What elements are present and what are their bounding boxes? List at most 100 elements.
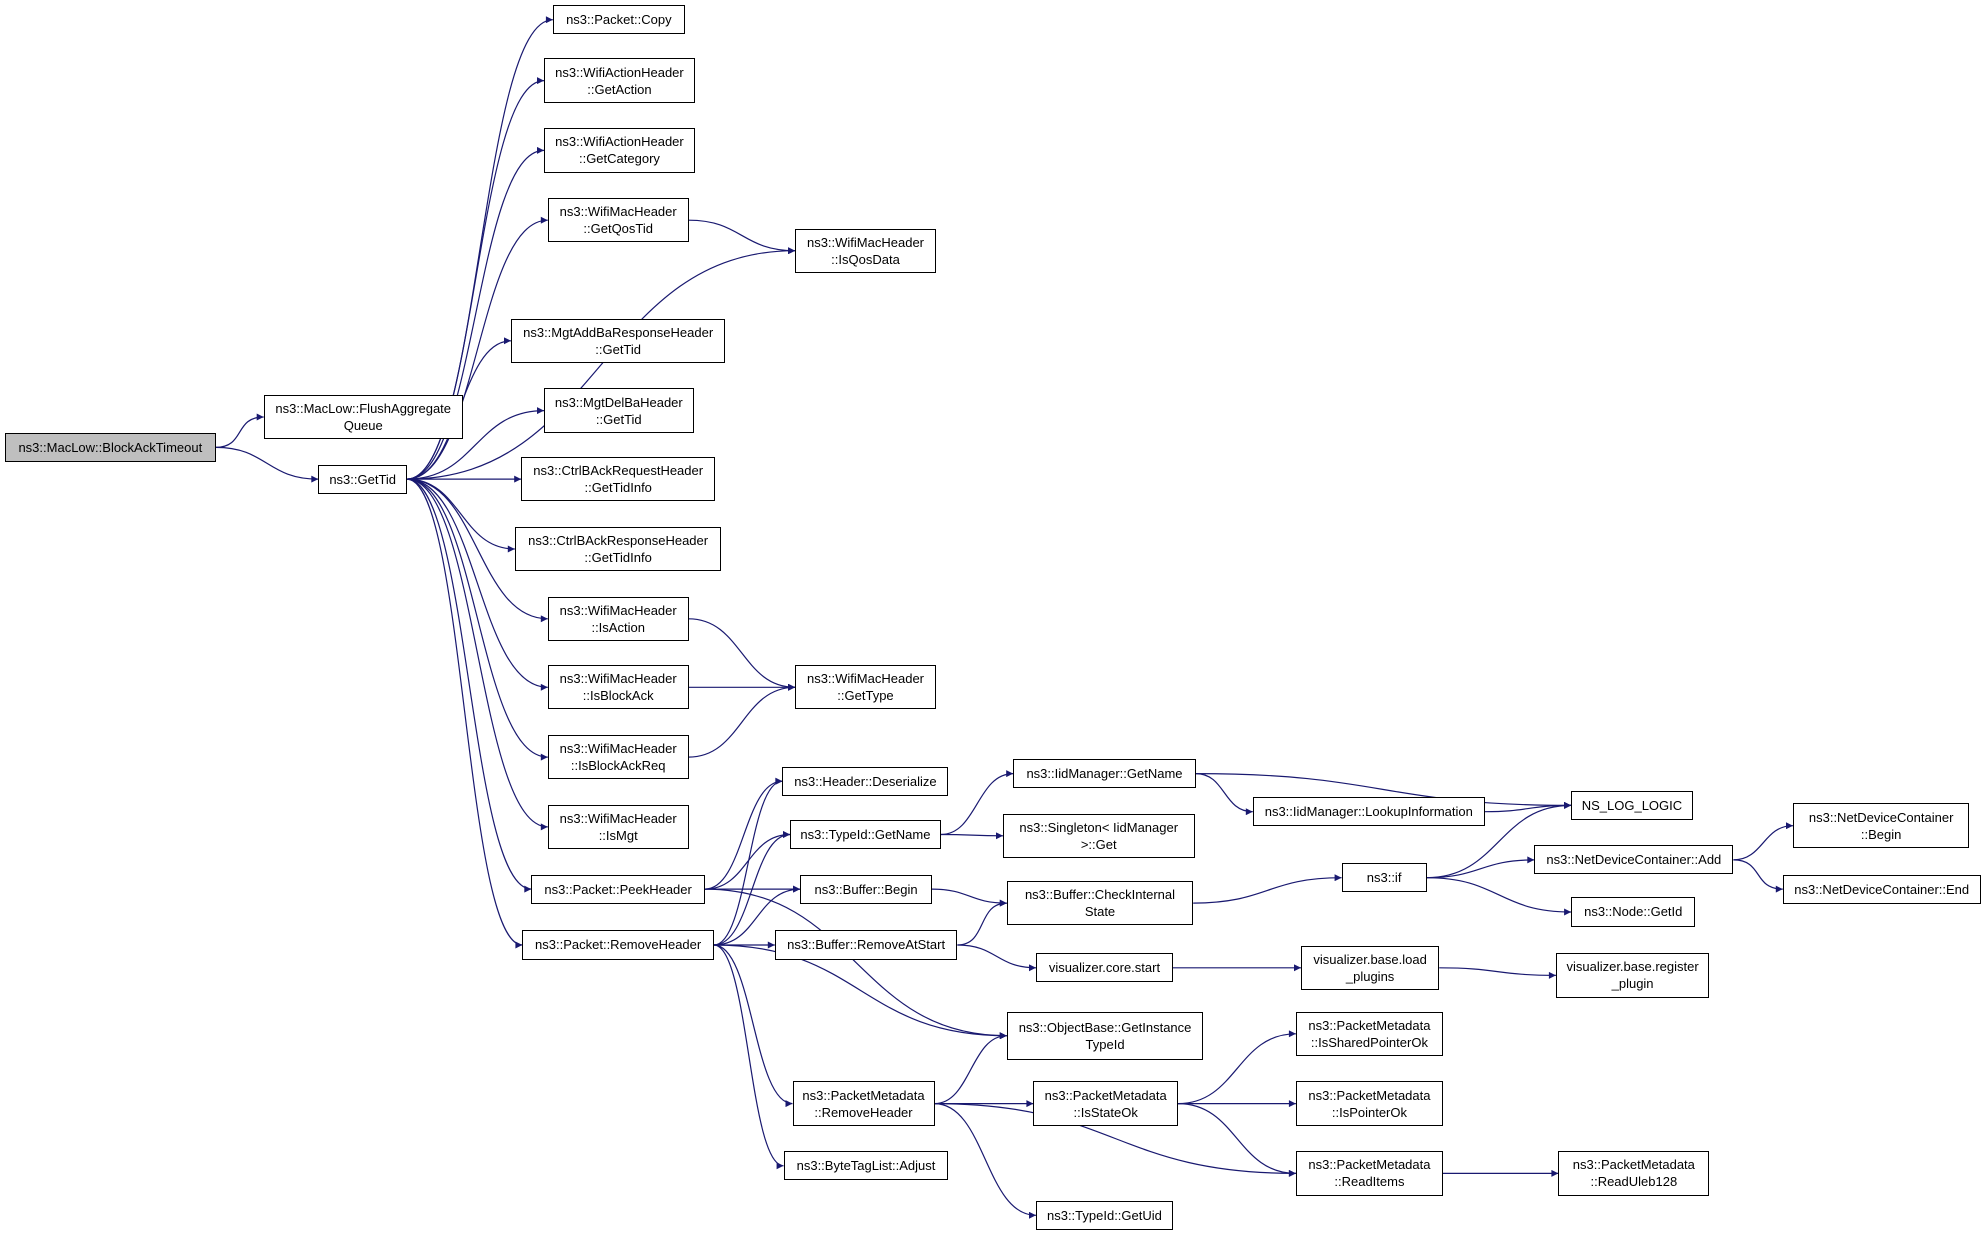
node-label: ns3::Buffer::Begin [814, 881, 918, 897]
edge-removeheader-to-getinstancetypeid [713, 944, 1007, 1040]
node-label: ns3::Packet::RemoveHeader [535, 937, 702, 953]
node-typeidgetname[interactable]: ns3::TypeId::GetName [790, 819, 941, 850]
node-actiongetaction[interactable]: ns3::WifiActionHeader ::GetAction [544, 58, 695, 103]
node-label: ns3::NetDeviceContainer ::Begin [1808, 809, 1954, 842]
node-peekheader[interactable]: ns3::Packet::PeekHeader [531, 874, 705, 904]
node-label: ns3::WifiMacHeader ::GetQosTid [559, 204, 677, 237]
edge-gettid-to-actiongetaction [406, 77, 545, 480]
node-lookupinformation[interactable]: ns3::IidManager::LookupInformation [1252, 797, 1485, 827]
node-pmreaditems[interactable]: ns3::PacketMetadata ::ReadItems [1295, 1151, 1443, 1196]
node-label: ns3::CtrlBAckResponseHeader ::GetTidInfo [528, 532, 709, 565]
node-label: ns3::WifiMacHeader ::IsMgt [559, 810, 677, 843]
edge-blockacktimeout-to-gettid [215, 446, 319, 483]
edge-ndcadd-to-ndcend [1733, 859, 1783, 893]
node-label: ns3::WifiMacHeader ::IsAction [559, 602, 677, 635]
edge-gettid-to-isblockack [406, 478, 548, 691]
node-ndcadd[interactable]: ns3::NetDeviceContainer::Add [1534, 845, 1734, 875]
node-label: visualizer.base.register _plugin [1566, 959, 1699, 992]
node-isqosdata[interactable]: ns3::WifiMacHeader ::IsQosData [795, 228, 936, 273]
node-isblockackreq[interactable]: ns3::WifiMacHeader ::IsBlockAckReq [547, 734, 689, 780]
node-pmispointerok[interactable]: ns3::PacketMetadata ::IsPointerOk [1295, 1081, 1443, 1126]
node-deserialize[interactable]: ns3::Header::Deserialize [782, 766, 949, 796]
node-isaction[interactable]: ns3::WifiMacHeader ::IsAction [547, 596, 689, 641]
edge-isblockackreq-to-gettype [688, 683, 796, 758]
node-getqostid[interactable]: ns3::WifiMacHeader ::GetQosTid [547, 198, 689, 243]
node-vizcorestart[interactable]: visualizer.core.start [1036, 953, 1173, 983]
node-label: ns3::PacketMetadata ::IsPointerOk [1308, 1087, 1431, 1120]
node-ctrlrespgettidinfo[interactable]: ns3::CtrlBAckResponseHeader ::GetTidInfo [514, 526, 722, 572]
node-ismgt[interactable]: ns3::WifiMacHeader ::IsMgt [547, 804, 689, 850]
node-label: ns3::IidManager::GetName [1026, 766, 1183, 782]
node-mgtdelbagettid[interactable]: ns3::MgtDelBaHeader ::GetTid [544, 388, 694, 433]
edge-removeheader-to-bytetagadjust [713, 944, 784, 1170]
node-label: ns3::ByteTagList::Adjust [796, 1158, 936, 1174]
node-label: ns3::WifiMacHeader ::IsBlockAck [559, 671, 677, 704]
edge-bufferremoveatstart-to-vizcorestart [957, 944, 1037, 972]
node-label: ns3::MacLow::BlockAckTimeout [18, 439, 203, 455]
node-nslog[interactable]: NS_LOG_LOGIC [1571, 790, 1693, 820]
node-getinstancetypeid[interactable]: ns3::ObjectBase::GetInstance TypeId [1006, 1011, 1204, 1060]
node-gettid[interactable]: ns3::GetTid [318, 464, 408, 494]
node-bufferremoveatstart[interactable]: ns3::Buffer::RemoveAtStart [774, 930, 958, 960]
node-label: ns3::Singleton< IidManager >::Get [1019, 819, 1179, 852]
node-mgtaddbagettid[interactable]: ns3::MgtAddBaResponseHeader ::GetTid [511, 318, 726, 363]
edge-gettid-to-isqosdata [406, 247, 796, 480]
node-ndcbegin[interactable]: ns3::NetDeviceContainer ::Begin [1793, 803, 1970, 848]
node-pmremoveheader[interactable]: ns3::PacketMetadata ::RemoveHeader [792, 1081, 935, 1126]
node-label: ns3::MacLow::FlushAggregate Queue [275, 400, 452, 433]
node-iidgetname[interactable]: ns3::IidManager::GetName [1013, 759, 1196, 789]
node-bytetagadjust[interactable]: ns3::ByteTagList::Adjust [783, 1151, 949, 1181]
node-actiongetcategory[interactable]: ns3::WifiActionHeader ::GetCategory [544, 128, 695, 173]
edge-gettid-to-isaction [406, 478, 548, 623]
node-label: ns3::TypeId::GetName [800, 826, 931, 842]
node-label: ns3::PacketMetadata ::ReadItems [1308, 1157, 1431, 1190]
node-label: ns3::NetDeviceContainer::Add [1546, 852, 1722, 868]
edge-gettid-to-mgtdelbagettid [406, 407, 545, 480]
node-typeidgetuid[interactable]: ns3::TypeId::GetUid [1036, 1200, 1173, 1230]
node-pmreaduleb128[interactable]: ns3::PacketMetadata ::ReadUleb128 [1558, 1151, 1710, 1196]
node-ctrlreqgettidinfo[interactable]: ns3::CtrlBAckRequestHeader ::GetTidInfo [521, 456, 716, 502]
node-label: ns3::Buffer::RemoveAtStart [787, 937, 946, 953]
node-pmissharedpointerok[interactable]: ns3::PacketMetadata ::IsSharedPointerOk [1295, 1011, 1443, 1056]
node-flushaggregate[interactable]: ns3::MacLow::FlushAggregate Queue [263, 394, 463, 440]
edge-pmremoveheader-to-pmreaditems [934, 1103, 1296, 1177]
node-label: visualizer.core.start [1048, 960, 1161, 976]
edge-bufferbegin-to-checkinternalstate [931, 888, 1007, 907]
edge-iidgetname-to-nslog [1195, 773, 1572, 809]
node-checkinternalstate[interactable]: ns3::Buffer::CheckInternal State [1006, 880, 1194, 926]
node-label: ns3::CtrlBAckRequestHeader ::GetTidInfo [533, 463, 704, 496]
node-ns3if[interactable]: ns3::if [1341, 863, 1427, 893]
edge-ns3if-to-nodegetid [1426, 877, 1572, 916]
node-removeheader[interactable]: ns3::Packet::RemoveHeader [522, 930, 714, 960]
node-singletonget[interactable]: ns3::Singleton< IidManager >::Get [1003, 813, 1195, 858]
edge-getqostid-to-isqosdata [688, 219, 796, 255]
node-label: ns3::GetTid [329, 471, 397, 487]
node-nodegetid[interactable]: ns3::Node::GetId [1571, 897, 1696, 927]
node-label: ns3::WifiMacHeader ::GetType [806, 671, 925, 704]
node-label: ns3::PacketMetadata ::IsSharedPointerOk [1308, 1017, 1431, 1050]
edge-peekheader-to-getinstancetypeid [704, 888, 1007, 1040]
node-label: ns3::IidManager::LookupInformation [1264, 804, 1473, 820]
node-pmisstateok[interactable]: ns3::PacketMetadata ::IsStateOk [1033, 1081, 1178, 1126]
node-ndcend[interactable]: ns3::NetDeviceContainer::End [1782, 874, 1981, 904]
edge-iidgetname-to-lookupinformation [1195, 773, 1253, 816]
edge-typeidgetname-to-singletonget [940, 832, 1004, 840]
node-label: ns3::NetDeviceContainer::End [1794, 881, 1970, 897]
edge-peekheader-to-typeidgetname [704, 831, 791, 890]
node-vizregisterplugin[interactable]: visualizer.base.register _plugin [1555, 953, 1710, 998]
node-packetcopy[interactable]: ns3::Packet::Copy [552, 5, 685, 35]
node-label: ns3::WifiMacHeader ::IsBlockAckReq [559, 741, 677, 774]
node-vizloadplugins[interactable]: visualizer.base.load _plugins [1301, 945, 1440, 990]
node-label: ns3::PacketMetadata ::ReadUleb128 [1572, 1157, 1695, 1190]
node-isblockack[interactable]: ns3::WifiMacHeader ::IsBlockAck [547, 665, 689, 710]
edge-typeidgetname-to-iidgetname [940, 770, 1014, 836]
edge-gettid-to-removeheader [406, 478, 523, 949]
node-label: ns3::if [1366, 870, 1402, 886]
node-gettype[interactable]: ns3::WifiMacHeader ::GetType [795, 665, 936, 710]
edge-removeheader-to-pmremoveheader [713, 944, 793, 1108]
node-bufferbegin[interactable]: ns3::Buffer::Begin [800, 874, 932, 904]
edge-isaction-to-gettype [688, 618, 796, 691]
edge-peekheader-to-deserialize [704, 777, 783, 890]
